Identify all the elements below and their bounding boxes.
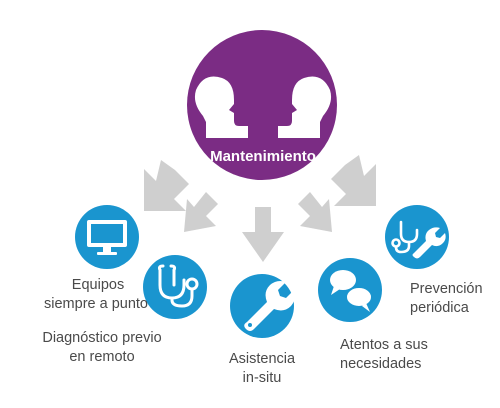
label-equipos: Equipos siempre a punto — [8, 276, 148, 314]
stethoscope-icon — [157, 264, 199, 308]
label-atentos: Atentos a sus necesidades — [340, 336, 460, 374]
label-asistencia-line1: Asistencia — [228, 351, 296, 367]
label-equipos-line1: Equipos — [71, 277, 125, 293]
label-atentos-line1: Atentos a sus — [340, 337, 428, 353]
monitor-icon — [87, 220, 127, 255]
hub-circle — [187, 30, 337, 180]
label-atentos-line2: necesidades — [340, 356, 422, 372]
wrench-icon — [244, 281, 295, 331]
label-prevencion-line1: Prevención — [410, 281, 483, 297]
two-heads-facing-icon — [194, 76, 332, 138]
stethoscope-wrench-icon — [391, 220, 446, 259]
arrow-to-equipos — [144, 160, 189, 211]
label-asistencia: Asistencia in-situ — [212, 350, 312, 388]
label-equipos-line2: siempre a punto — [44, 296, 148, 312]
arrow-to-asistencia — [242, 207, 284, 262]
arrow-to-diagnostico — [184, 192, 218, 232]
hub-label: Mantenimiento — [210, 148, 316, 165]
speech-bubbles-icon — [330, 270, 373, 312]
label-prevencion-line2: periódica — [410, 300, 469, 316]
label-diagnostico: Diagnóstico previo en remoto — [22, 329, 182, 367]
arrow-to-atentos — [298, 192, 332, 232]
arrow-to-prevencion — [331, 155, 376, 206]
label-diagnostico-line1: Diagnóstico previo — [42, 330, 162, 346]
arrows — [144, 155, 376, 262]
label-asistencia-line2: in-situ — [242, 370, 282, 386]
label-prevencion: Prevención periódica — [410, 280, 500, 318]
label-diagnostico-line2: en remoto — [69, 349, 135, 365]
